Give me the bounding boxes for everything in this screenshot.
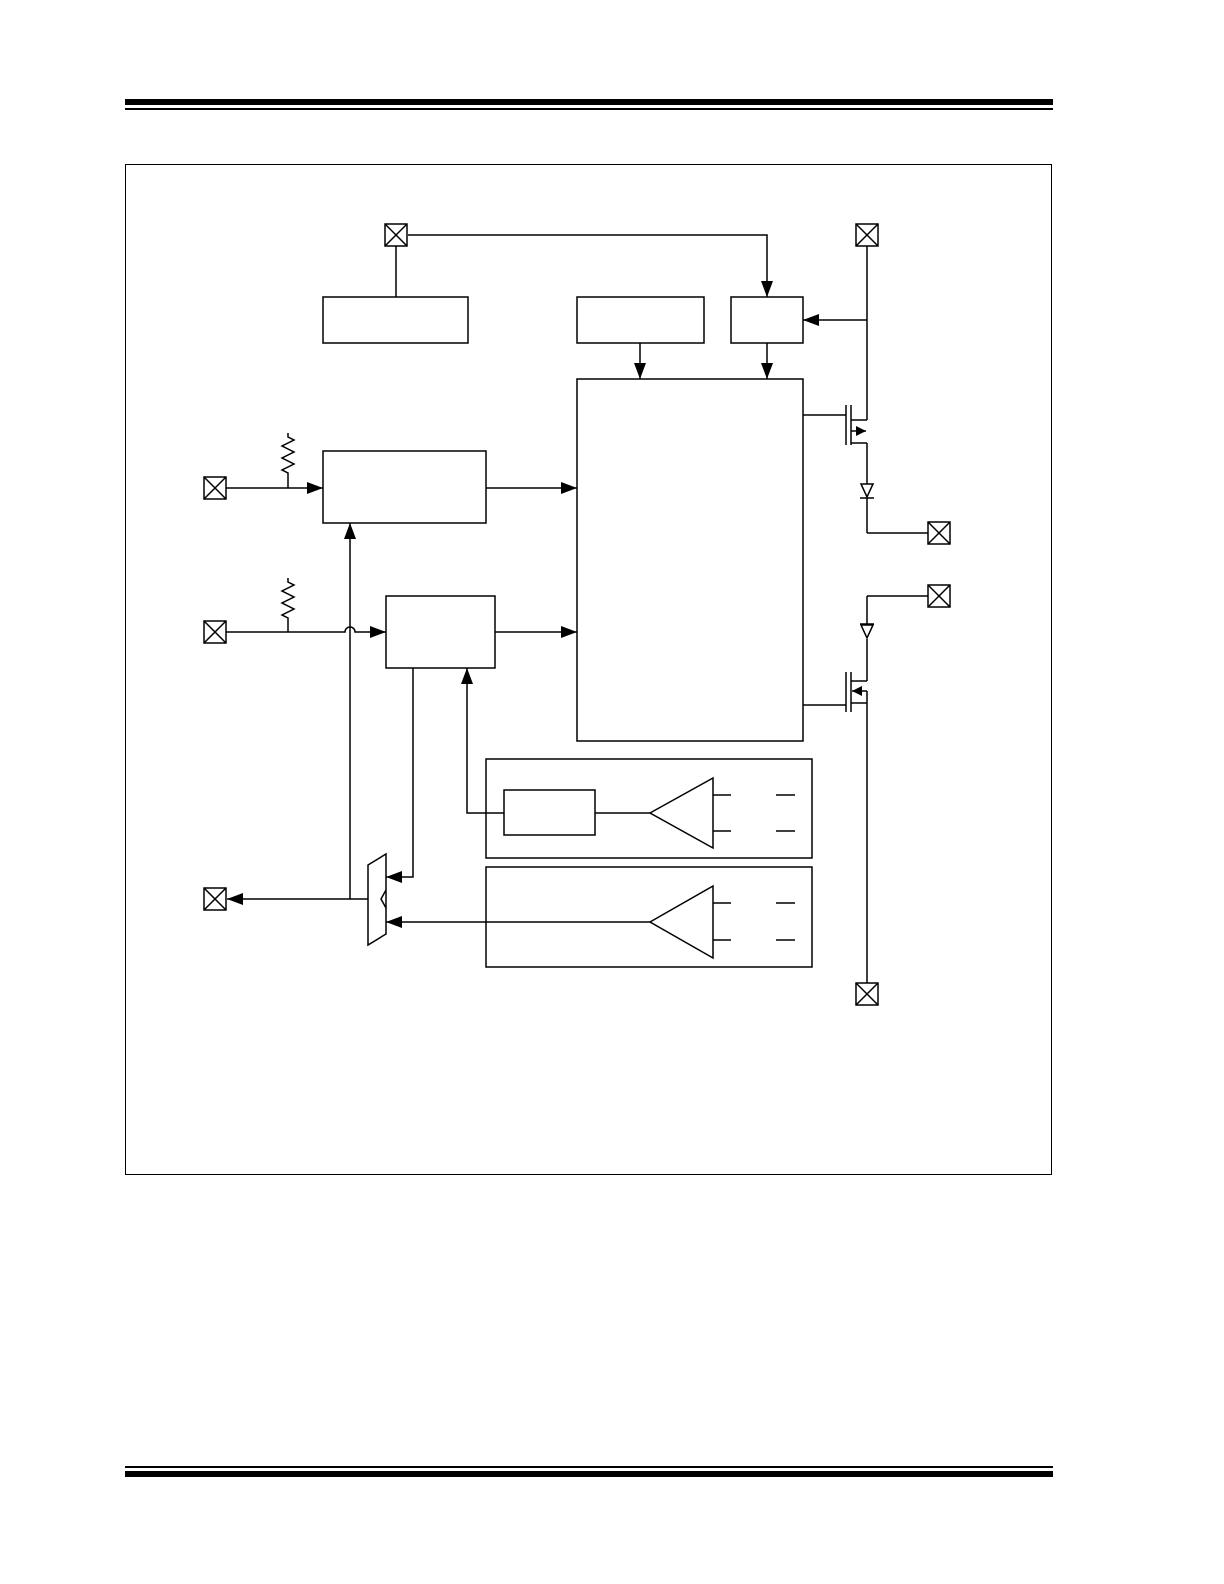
diode-lower [859, 623, 875, 640]
comparator-upper [648, 776, 714, 850]
footer-rule-thick [125, 1471, 1053, 1477]
block-input-lower [385, 595, 496, 669]
block-input-upper [322, 450, 487, 524]
block-top-middle [576, 296, 705, 344]
resistor-lower [280, 578, 296, 632]
pin-left-lower-x-box-pin-icon [203, 887, 227, 911]
header-rule-thin [125, 108, 1053, 110]
pin-left-middle-x-box-pin-icon [203, 620, 227, 644]
wire-filter-to-lower-block [461, 668, 504, 814]
multiplexer [367, 852, 387, 947]
pin-right-middle-x-box-pin-icon [927, 584, 951, 608]
pin-bottom-right-x-box-pin-icon [855, 982, 879, 1006]
header-rule-thick [125, 99, 1053, 105]
multiplexer-notch [380, 889, 387, 909]
wire-lower-block-to-mux [386, 668, 414, 883]
figure-frame [125, 164, 1052, 1175]
block-comparator-group-lower [485, 866, 813, 968]
pin-top-center-x-box-pin-icon [384, 223, 408, 247]
block-top-right-small [730, 296, 804, 344]
block-filter [503, 789, 596, 836]
pin-left-upper-x-box-pin-icon [203, 476, 227, 500]
wire-top-pin-right [408, 234, 773, 297]
block-main-logic [576, 378, 804, 742]
block-top-left [322, 296, 469, 344]
comparator-lower [648, 884, 714, 960]
diode-upper [859, 483, 875, 499]
wire-left-middle-input [226, 626, 386, 638]
pin-right-upper-x-box-pin-icon [927, 521, 951, 545]
resistor-upper [280, 433, 296, 488]
pin-top-right-x-box-pin-icon [855, 223, 879, 247]
footer-rule-thin [125, 1466, 1053, 1468]
block-comparator-group-upper [485, 758, 813, 859]
